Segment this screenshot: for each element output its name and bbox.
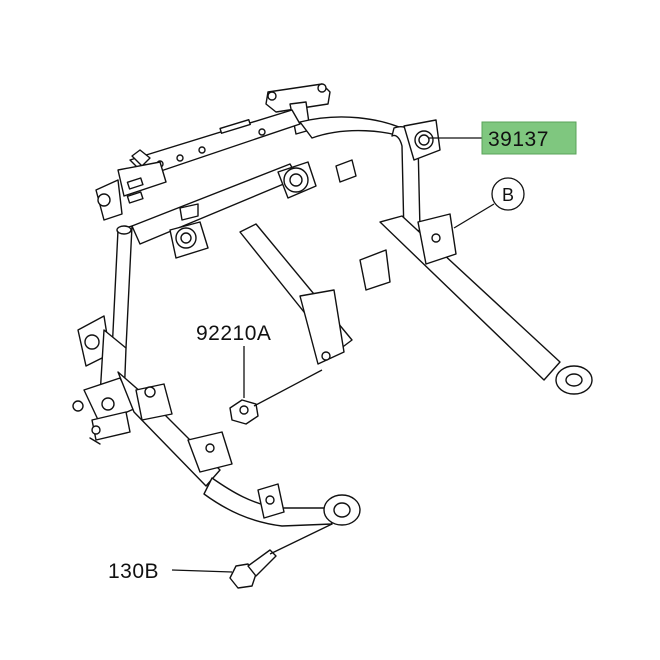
callout-b-letter[interactable]: B: [502, 185, 514, 205]
leader-lines: [171, 137, 495, 573]
part-label-92210a[interactable]: 92210A: [196, 322, 271, 345]
bolt-130b: [229, 563, 257, 589]
callout-b-circle: [491, 177, 525, 211]
part-label-39137[interactable]: 39137: [488, 128, 549, 151]
subframe-drawing: [72, 83, 593, 589]
highlight-box-39137: [481, 121, 577, 155]
part-label-130b[interactable]: 130B: [108, 560, 159, 583]
